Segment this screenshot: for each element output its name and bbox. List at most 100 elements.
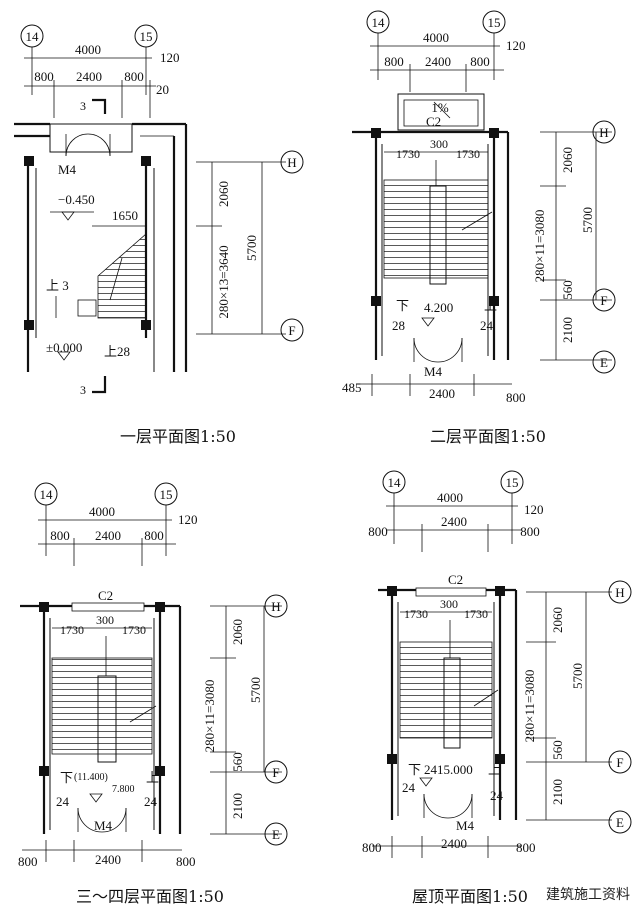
svg-text:2400: 2400	[441, 836, 467, 851]
dim-total: 4000	[75, 42, 101, 57]
svg-text:H: H	[287, 155, 296, 170]
svg-text:560: 560	[550, 740, 565, 760]
svg-text:120: 120	[524, 502, 544, 517]
svg-text:4.200: 4.200	[424, 300, 453, 315]
up-label-1: 上 3	[46, 278, 69, 293]
svg-text:1650: 1650	[112, 208, 138, 223]
svg-text:4000: 4000	[423, 30, 449, 45]
svg-text:H: H	[599, 125, 608, 140]
svg-text:M4: M4	[424, 364, 443, 379]
svg-text:2400: 2400	[95, 528, 121, 543]
svg-text:800: 800	[50, 528, 70, 543]
svg-text:4000: 4000	[437, 490, 463, 505]
svg-text:24: 24	[144, 794, 158, 809]
svg-text:20: 20	[156, 82, 169, 97]
svg-text:24: 24	[402, 780, 416, 795]
svg-text:2060: 2060	[560, 147, 575, 173]
svg-text:15: 15	[160, 487, 173, 502]
svg-text:800: 800	[520, 524, 540, 539]
svg-text:M4: M4	[94, 818, 113, 833]
svg-text:下: 下	[396, 298, 409, 313]
svg-text:M4: M4	[456, 818, 475, 833]
svg-text:120: 120	[506, 38, 526, 53]
svg-text:1730: 1730	[464, 607, 488, 621]
caption-floor1: 一层平面图1:50	[120, 427, 236, 446]
door-label: M4	[58, 162, 77, 177]
svg-text:F: F	[616, 755, 623, 770]
svg-text:300: 300	[430, 137, 448, 151]
svg-text:14: 14	[26, 29, 40, 44]
svg-text:800: 800	[18, 854, 38, 869]
svg-text:(11.400): (11.400)	[74, 772, 108, 783]
svg-text:1730: 1730	[60, 623, 84, 637]
svg-text:24: 24	[480, 318, 494, 333]
axis-bubble-F: F	[280, 318, 304, 342]
svg-text:300: 300	[96, 613, 114, 627]
svg-text:F: F	[600, 293, 607, 308]
svg-text:14: 14	[388, 475, 402, 490]
plan-floor2: 14 15 4000 120 800 2400 800 1% C2 1730	[342, 10, 616, 446]
svg-text:1730: 1730	[456, 147, 480, 161]
svg-text:28: 28	[392, 318, 405, 333]
caption-floor2: 二层平面图1:50	[430, 427, 546, 446]
svg-text:3: 3	[80, 383, 86, 397]
svg-text:2060: 2060	[550, 607, 565, 633]
axis-bubble-15: 15	[134, 24, 158, 48]
svg-text:280×13=3640: 280×13=3640	[216, 245, 231, 318]
svg-text:C2: C2	[426, 114, 441, 129]
svg-text:560: 560	[560, 280, 575, 300]
svg-text:15: 15	[488, 15, 501, 30]
svg-text:C2: C2	[448, 572, 463, 587]
caption-floor34: 三～四层平面图1:50	[76, 887, 224, 906]
svg-text:H: H	[271, 599, 280, 614]
svg-text:上: 上	[146, 770, 159, 785]
axis-bubble-H: H	[280, 150, 304, 174]
plan-floor1: 14 15 4000 120 800 2400 800 20 3 3	[14, 24, 304, 446]
svg-text:280×11=3080: 280×11=3080	[202, 680, 217, 753]
svg-text:5700: 5700	[248, 677, 263, 703]
svg-text:800: 800	[384, 54, 404, 69]
svg-text:2100: 2100	[230, 793, 245, 819]
svg-text:485: 485	[342, 380, 362, 395]
svg-text:下: 下	[408, 762, 421, 777]
svg-text:5700: 5700	[244, 235, 259, 261]
svg-text:800: 800	[470, 54, 490, 69]
svg-text:800: 800	[176, 854, 196, 869]
svg-text:2060: 2060	[230, 619, 245, 645]
svg-text:H: H	[615, 585, 624, 600]
svg-text:7.800: 7.800	[112, 784, 135, 795]
svg-text:5700: 5700	[580, 207, 595, 233]
axis-bubble-14: 14	[20, 24, 44, 48]
svg-text:2060: 2060	[216, 181, 231, 207]
svg-text:E: E	[272, 827, 280, 842]
svg-text:800: 800	[144, 528, 164, 543]
svg-text:800: 800	[516, 840, 536, 855]
svg-text:F: F	[272, 765, 279, 780]
svg-text:14: 14	[40, 487, 54, 502]
svg-text:1730: 1730	[396, 147, 420, 161]
svg-text:上: 上	[484, 298, 497, 313]
svg-text:3: 3	[80, 99, 86, 113]
svg-text:2400: 2400	[441, 514, 467, 529]
svg-text:24: 24	[56, 794, 70, 809]
svg-text:2100: 2100	[560, 317, 575, 343]
svg-text:1730: 1730	[404, 607, 428, 621]
svg-text:800: 800	[362, 840, 382, 855]
svg-text:2400: 2400	[76, 69, 102, 84]
svg-text:24: 24	[490, 788, 504, 803]
svg-text:C2: C2	[98, 588, 113, 603]
svg-text:上: 上	[488, 762, 501, 777]
svg-text:800: 800	[124, 69, 144, 84]
svg-text:14: 14	[372, 15, 386, 30]
svg-text:280×11=3080: 280×11=3080	[532, 210, 547, 283]
elevation-label: −0.450	[58, 192, 95, 207]
ground-elevation: ±0.000	[46, 340, 82, 355]
svg-text:560: 560	[230, 752, 245, 772]
svg-text:2415.000: 2415.000	[424, 762, 473, 777]
svg-text:2400: 2400	[425, 54, 451, 69]
svg-text:E: E	[600, 355, 608, 370]
watermark-text: 建筑施工资料	[546, 887, 630, 903]
svg-text:下: 下	[60, 770, 73, 785]
